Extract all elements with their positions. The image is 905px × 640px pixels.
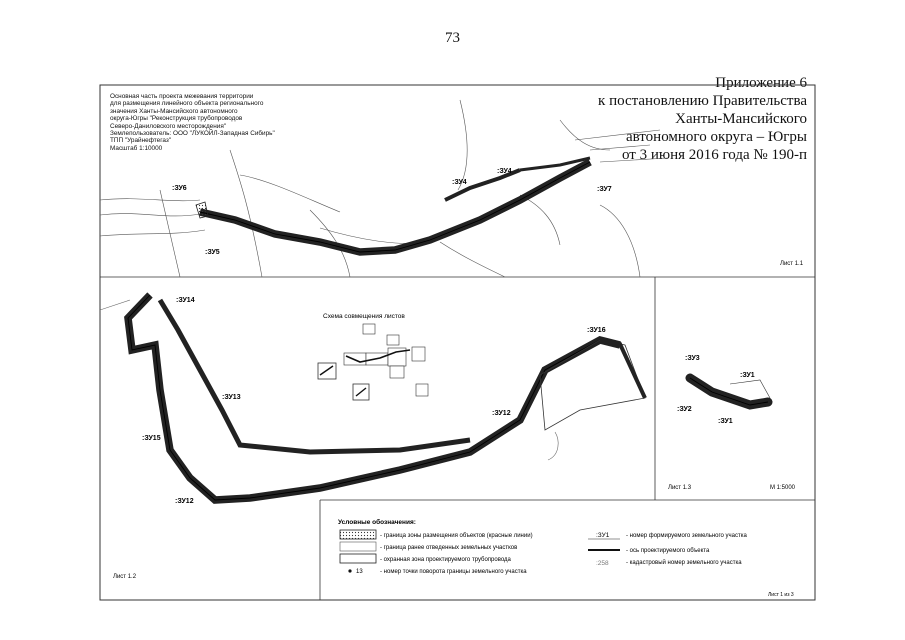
legend: Условные обозначения: - граница зоны раз… bbox=[338, 518, 748, 575]
appendix-line: автономного округа – Югры bbox=[625, 129, 807, 145]
legend-item: - номер точки поворота границы земельног… bbox=[380, 569, 527, 575]
parcel-label-zu12-a: :ЗУ12 bbox=[175, 498, 194, 505]
appendix-line: к постановлению Правительства bbox=[598, 93, 807, 109]
overview-tile bbox=[386, 334, 400, 346]
overview-tile bbox=[411, 346, 426, 362]
terrain-line bbox=[559, 119, 611, 151]
terrain-line bbox=[439, 241, 506, 278]
pipeline-axis bbox=[689, 377, 769, 406]
legend-title: Условные обозначения: bbox=[338, 518, 416, 526]
parcel-label-zu7: :ЗУ7 bbox=[597, 186, 612, 193]
terrain-line bbox=[229, 149, 263, 278]
project-note-line: Основная часть проекта межевания террито… bbox=[110, 93, 254, 100]
terrain-line bbox=[309, 209, 351, 278]
parcel-label-zu3: :ЗУ3 bbox=[685, 355, 700, 362]
legend-swatch-previous-parcels bbox=[339, 541, 377, 552]
terrain-line bbox=[599, 204, 641, 278]
pipeline-axis bbox=[127, 294, 621, 501]
legend-item: - номер формируемого земельного участка bbox=[626, 533, 748, 539]
overview-route bbox=[345, 349, 411, 363]
corridor-zone bbox=[199, 159, 592, 256]
project-note-line: округа-Югры "Реконструкция трубопроводов bbox=[110, 115, 243, 123]
project-note-line: Землепользователь: ООО "ЛУКОЙЛ-Западная … bbox=[110, 130, 275, 138]
parcel-label-zu1-a: :ЗУ1 bbox=[740, 372, 755, 379]
corridor-outline bbox=[157, 298, 471, 455]
sheet-label-1-2: Лист 1.2 bbox=[113, 574, 137, 580]
appendix-line: Приложение 6 bbox=[715, 75, 807, 91]
appendix-line: Ханты-Мансийского bbox=[675, 111, 807, 127]
parcel-label-zu5: :ЗУ5 bbox=[205, 249, 220, 256]
overview-route bbox=[319, 365, 334, 376]
terrain-line bbox=[574, 129, 661, 141]
parcel-zu6-area bbox=[195, 201, 209, 219]
sheet-label-1-3: Лист 1.3 bbox=[668, 485, 692, 491]
scale-label-1-3: М 1:5000 bbox=[770, 485, 796, 491]
terrain-line bbox=[589, 144, 651, 151]
legend-swatch-protection-zone bbox=[339, 553, 377, 564]
corridor-branch-zone bbox=[444, 168, 521, 202]
sheet-counter: Лист 1 из 3 bbox=[768, 592, 794, 598]
terrain-line bbox=[239, 174, 341, 213]
parcel-label-zu12-b: :ЗУ12 bbox=[492, 410, 511, 417]
corridor-zone bbox=[686, 374, 772, 409]
overview-title: Схема совмещения листов bbox=[323, 313, 405, 320]
corridor-outline bbox=[199, 158, 592, 256]
project-note-line: Северо-Даниловского месторождения" bbox=[110, 122, 227, 130]
overview-route bbox=[355, 387, 367, 397]
parcel-label-zu4: :ЗУ4 bbox=[452, 179, 467, 186]
project-note-line: для размещения линейного объекта региона… bbox=[110, 100, 264, 108]
project-note-line: Масштаб 1:10000 bbox=[110, 144, 163, 152]
overview-tile bbox=[415, 383, 429, 397]
corridor-zone bbox=[158, 299, 471, 454]
turn-point-icon bbox=[348, 569, 352, 573]
legend-item: - кадастровый номер земельного участка bbox=[626, 559, 742, 566]
parcel-label-zu14: :ЗУ14 bbox=[176, 297, 195, 304]
sheet-1-2-map bbox=[99, 292, 647, 504]
project-note-line: ТПП "Урайнефтегаз" bbox=[110, 137, 172, 145]
overview-tile bbox=[362, 323, 376, 335]
parcel-label-zu2: :ЗУ2 bbox=[677, 406, 692, 413]
project-note: Основная часть проекта межевания террито… bbox=[110, 93, 275, 152]
sheet-1-3-map bbox=[685, 373, 773, 410]
terrain-line bbox=[99, 299, 131, 311]
corridor-branch bbox=[519, 156, 591, 172]
terrain-line bbox=[319, 227, 421, 244]
page-number: 73 bbox=[445, 30, 460, 46]
project-note-line: значения Ханты-Мансийского автономного bbox=[110, 107, 238, 115]
legend-item: - граница зоны размещения объектов (крас… bbox=[380, 533, 533, 539]
terrain-line bbox=[99, 198, 201, 202]
legend-parcel-sample: :ЗУ1 bbox=[596, 532, 610, 539]
terrain-line bbox=[457, 99, 468, 191]
terrain-line bbox=[547, 431, 559, 461]
appendix-line: от 3 июня 2016 года № 190-п bbox=[622, 147, 807, 163]
sheet-label-1-1: Лист 1.1 bbox=[780, 261, 804, 267]
parcel-label-zu4-b: :ЗУ4 bbox=[497, 168, 512, 175]
parcel-boundary bbox=[729, 379, 771, 399]
sheet-overview: Схема совмещения листов bbox=[317, 313, 429, 401]
overview-tile bbox=[389, 365, 405, 379]
sheet-frame bbox=[99, 84, 816, 601]
terrain-line bbox=[159, 189, 181, 278]
terrain-line bbox=[99, 229, 206, 237]
legend-cadastral-sample: :258 bbox=[596, 560, 609, 567]
appendix-header: Приложение 6 к постановлению Правительст… bbox=[598, 74, 807, 164]
legend-point-sample: 13 bbox=[356, 569, 363, 575]
parcel-zu16-boundary bbox=[539, 339, 646, 431]
legend-item: - граница ранее отведенных земельных уча… bbox=[380, 545, 517, 551]
parcel-label-zu16: :ЗУ16 bbox=[587, 327, 606, 334]
parcel-label-zu15: :ЗУ15 bbox=[142, 435, 161, 442]
legend-swatch-red-lines bbox=[339, 529, 377, 540]
pipeline-axis bbox=[199, 161, 591, 253]
terrain-line bbox=[519, 194, 561, 246]
legend-item: - ось проектируемого объекта bbox=[626, 548, 710, 554]
terrain-line bbox=[99, 213, 201, 217]
legend-item: - охранная зона проектируемого трубопров… bbox=[380, 557, 512, 563]
parcel-label-zu1-b: :ЗУ1 bbox=[718, 418, 733, 425]
parcel-label-zu6: :ЗУ6 bbox=[172, 185, 187, 192]
parcel-label-zu13: :ЗУ13 bbox=[222, 394, 241, 401]
terrain-line bbox=[599, 157, 669, 163]
corridor-outline bbox=[599, 338, 647, 399]
